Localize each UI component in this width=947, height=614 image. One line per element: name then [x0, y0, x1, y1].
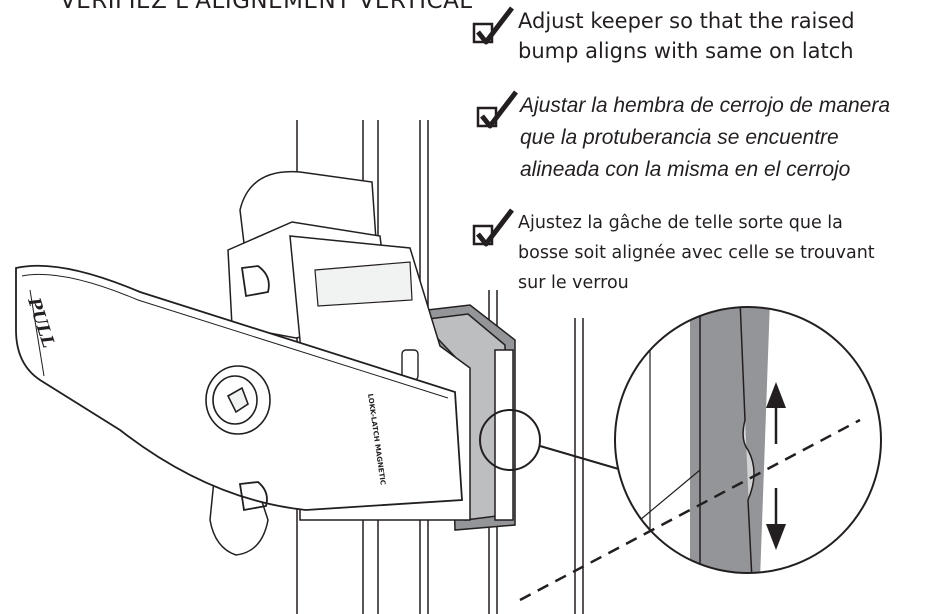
page-heading: VERIFIEZ L'ALIGNEMENT VERTICAL [60, 0, 473, 14]
instruction-fr-line-1: Ajustez la gâche de telle sorte que la [518, 213, 843, 233]
arrow-up-icon [766, 382, 786, 444]
logo-d-upper [240, 265, 270, 298]
alignment-line [519, 418, 861, 602]
arrow-down-icon [766, 488, 786, 550]
instruction-es-line-1: Ajustar la hembra de cerrojo de manera [520, 94, 891, 117]
instruction-en-line-1: Adjust keeper so that the raised [518, 9, 855, 33]
detail-callout [479, 409, 541, 471]
instruction-es-line-2: que la protuberancia se encuentre [520, 126, 839, 149]
lock-cylinder [205, 365, 271, 435]
instruction-es: Ajustar la hembra de cerrojo de manera q… [476, 90, 890, 186]
instruction-fr-line-3: sur le verrou [518, 273, 629, 293]
checkbox-check-icon [476, 90, 518, 129]
callout-leader [539, 445, 623, 471]
instruction-en: Adjust keeper so that the raised bump al… [472, 6, 855, 66]
logo-d-lower [238, 481, 268, 512]
instruction-fr: Ajustez la gâche de telle sorte que la b… [472, 208, 875, 298]
checkbox-check-icon [472, 208, 514, 247]
magnified-detail [615, 307, 881, 573]
instruction-es-line-3: alineada con la misma en el cerrojo [520, 158, 851, 181]
checkbox-check-icon [472, 6, 514, 45]
instruction-fr-line-2: bosse soit alignée avec celle se trouvan… [518, 243, 875, 263]
instruction-en-line-2: bump aligns with same on latch [518, 39, 854, 63]
